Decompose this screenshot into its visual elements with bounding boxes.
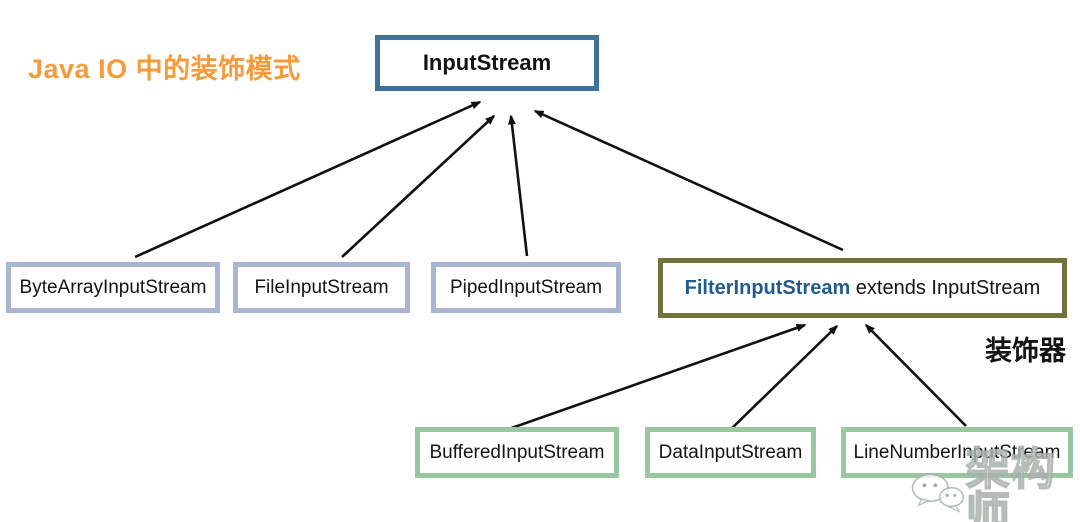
- node-inputstream-label: InputStream: [422, 50, 552, 75]
- node-fileinputstream-label: FileInputStream: [254, 276, 389, 298]
- diagram-title: Java IO 中的装饰模式: [28, 54, 301, 84]
- edge-DataInputStream-to-FilterInputStream: [727, 324, 839, 433]
- node-bytearrayinputstream-label: ByteArrayInputStream: [19, 276, 207, 298]
- node-linenumberinputstream-label: LineNumberInputStream: [853, 441, 1061, 463]
- node-pipedinputstream: PipedInputStream: [431, 262, 621, 313]
- node-filterinputstream: FilterInputStream extends InputStream: [658, 258, 1067, 318]
- node-linenumberinputstream: LineNumberInputStream: [841, 427, 1073, 478]
- decorator-annotation: 装饰器: [985, 336, 1066, 366]
- node-bytearrayinputstream: ByteArrayInputStream: [6, 262, 220, 313]
- filterinputstream-highlight: FilterInputStream: [684, 276, 851, 299]
- edge-BufferedInputStream-to-FilterInputStream: [502, 323, 807, 433]
- edge-FileInputStream-to-InputStream: [341, 114, 496, 258]
- edge-FilterInputStream-to-InputStream: [533, 109, 844, 252]
- node-bufferedinputstream: BufferedInputStream: [415, 427, 619, 478]
- node-datainputstream-label: DataInputStream: [658, 441, 803, 463]
- edge-PipedInputStream-to-InputStream: [507, 114, 529, 257]
- filterinputstream-rest: extends InputStream: [850, 276, 1041, 299]
- node-inputstream: InputStream: [375, 35, 599, 91]
- node-fileinputstream: FileInputStream: [233, 262, 410, 313]
- edge-LineNumberInputStream-to-FilterInputStream: [864, 323, 967, 427]
- node-pipedinputstream-label: PipedInputStream: [449, 276, 603, 298]
- node-bufferedinputstream-label: BufferedInputStream: [429, 441, 605, 463]
- node-datainputstream: DataInputStream: [645, 427, 816, 478]
- edge-ByteArrayInputStream-to-InputStream: [134, 100, 482, 259]
- node-filterinputstream-label: FilterInputStream extends InputStream: [685, 277, 1041, 300]
